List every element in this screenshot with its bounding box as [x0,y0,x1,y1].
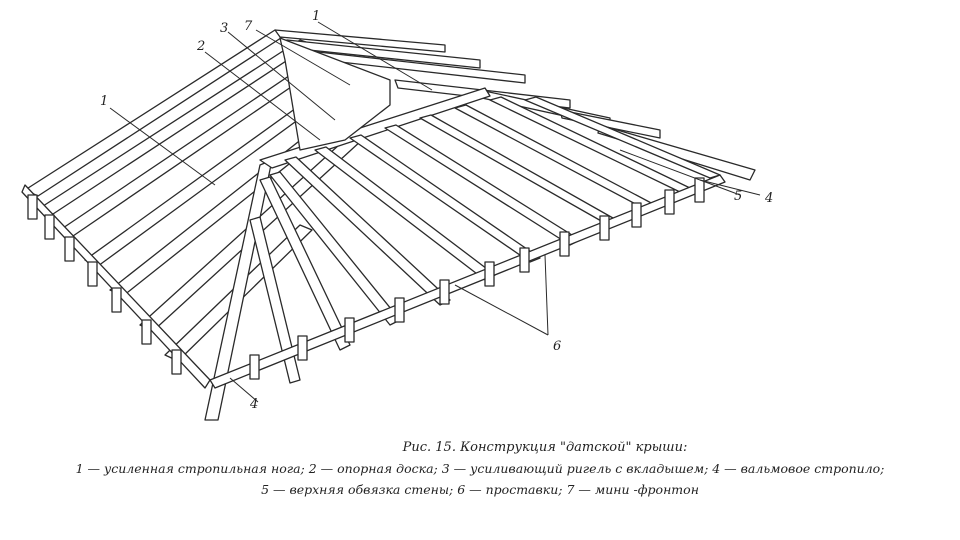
figure-legend-line-1: 1 — усиленная стропильная нога; 2 — опор… [75,461,885,476]
figure-legend-line-2: 5 — верхняя обвязка стены; 6 — проставки… [261,482,699,497]
wall-plate-left [21,184,211,389]
callout-7: 7 [244,19,253,34]
callout-6: 6 [553,339,561,354]
figure-caption-title: Рис. 15. Конструкция "датской" крыши: [402,440,688,455]
leader-lines [109,21,761,403]
hip-rafter-ridge [259,87,491,169]
callout-2: 2 [196,39,205,54]
callout-4-bottom: 4 [249,397,258,412]
callout-labels: 1 1 2 3 7 4 5 6 4 [100,9,773,412]
callout-1-left: 1 [100,94,108,109]
callout-4-right: 4 [764,191,773,206]
wall-plate-front [209,174,726,389]
callout-3: 3 [220,21,228,36]
front-slope-rafters [249,96,721,384]
callout-5: 5 [734,189,742,204]
callout-1-top: 1 [312,9,320,24]
roof-structure-diagram: 1 1 2 3 7 4 5 6 4 [21,9,773,421]
mini-gable [279,37,391,151]
spacer-blocks [27,177,705,380]
